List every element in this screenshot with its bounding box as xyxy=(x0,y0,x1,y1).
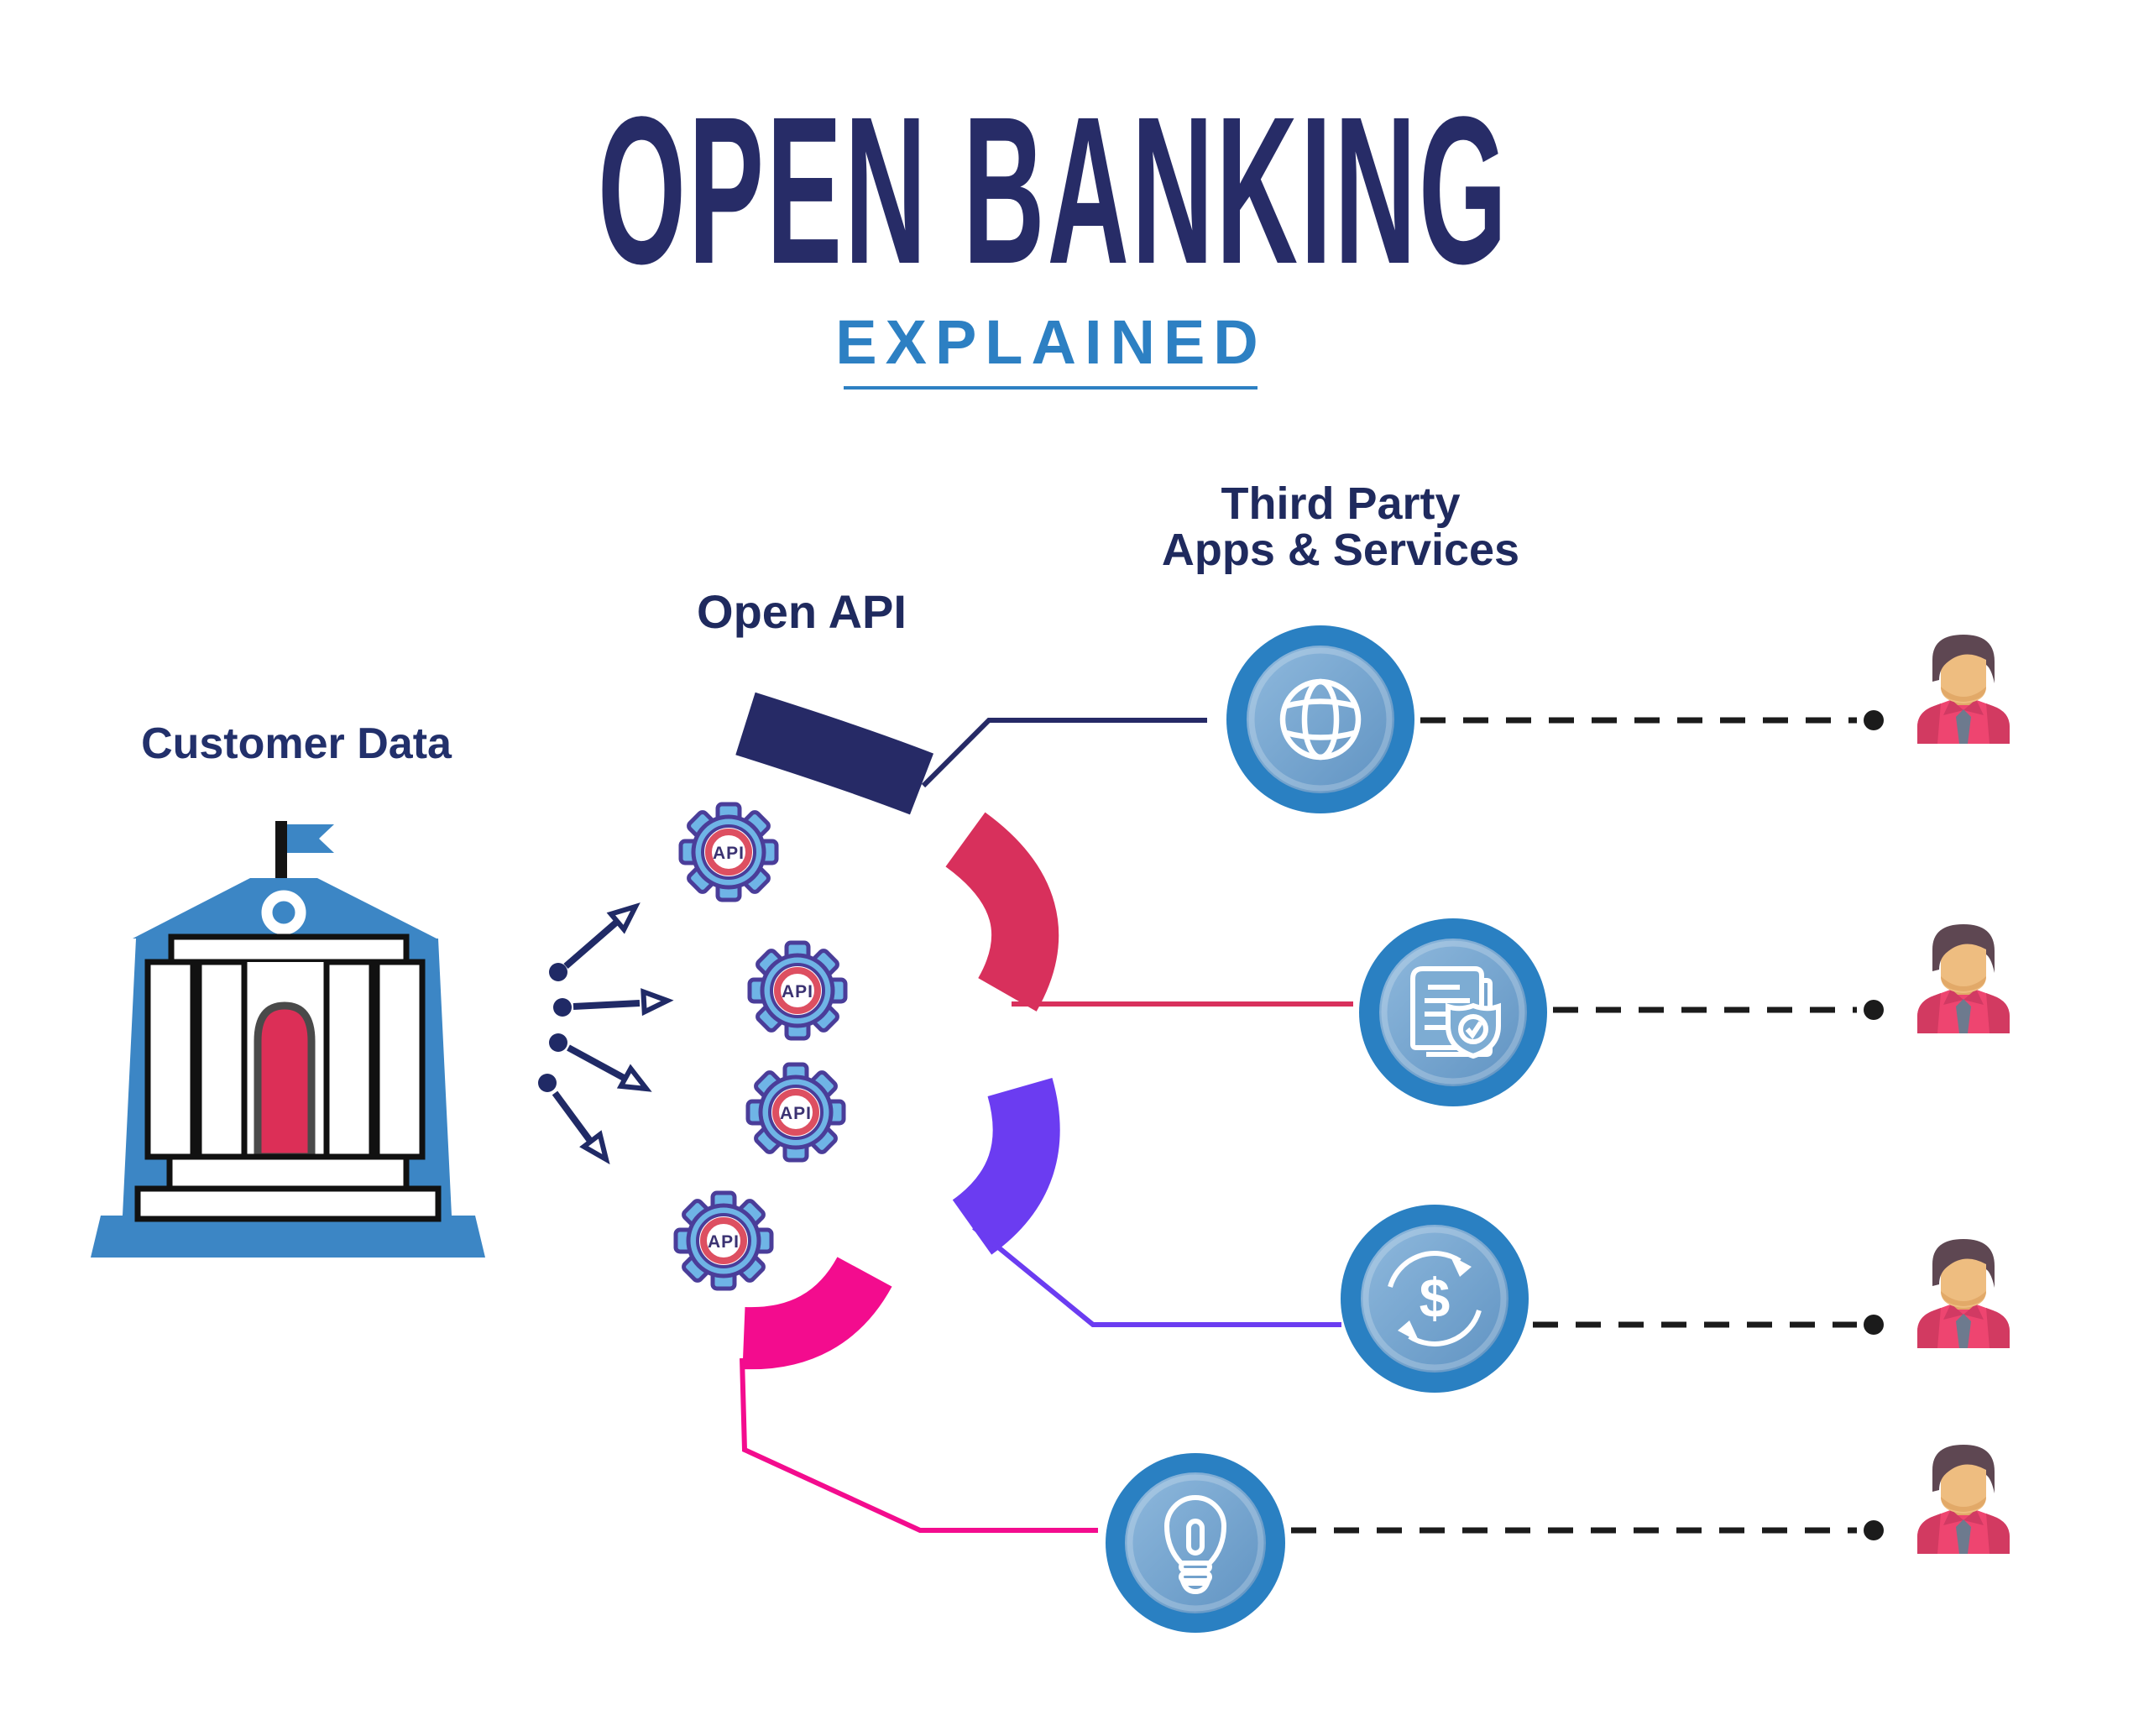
data-flow-arrow xyxy=(553,988,674,1017)
user-avatar xyxy=(1917,1445,2010,1554)
money-transfer-icon: $ xyxy=(1388,1251,1482,1346)
api-gear-label: API xyxy=(713,844,745,863)
open-api-label: Open API xyxy=(697,585,907,638)
bank-column xyxy=(196,959,248,1160)
bank-column xyxy=(144,959,196,1160)
bank-building-icon xyxy=(91,821,485,1258)
pediment-ring xyxy=(261,890,306,935)
api-gear-label: API xyxy=(782,982,813,1001)
bank-roof xyxy=(133,878,437,939)
arc-segment-crimson xyxy=(944,812,1059,1012)
connector-violet xyxy=(972,1225,1341,1327)
arc-segment-violet xyxy=(951,1078,1060,1255)
bank-column xyxy=(374,959,426,1160)
api-gear-label: API xyxy=(708,1232,740,1252)
api-gear-icon: API xyxy=(748,1064,844,1160)
bank-step-lower xyxy=(134,1185,442,1222)
arc-segment-navy xyxy=(735,692,934,815)
third-party-label-line2: Apps & Services xyxy=(1162,525,1519,575)
connector-navy xyxy=(921,718,1207,788)
node-money-transfer: $ xyxy=(1341,1205,1529,1393)
bank-step-upper xyxy=(166,1153,410,1192)
api-gear-icon: API xyxy=(750,943,845,1038)
api-gear-icon: API xyxy=(681,804,776,900)
api-gear-icon: API xyxy=(676,1193,771,1289)
user-avatar xyxy=(1917,635,2010,744)
node-lightbulb xyxy=(1106,1453,1285,1633)
user-avatar xyxy=(1917,924,2010,1033)
data-flow-arrow xyxy=(538,1074,610,1165)
bank-door xyxy=(254,1001,316,1161)
page-subtitle: EXPLAINED xyxy=(835,307,1267,377)
api-gear-label: API xyxy=(780,1104,812,1123)
link-endpoint-dot xyxy=(1864,1520,1884,1540)
bank-architrave xyxy=(168,933,410,965)
data-flow-arrow xyxy=(549,902,641,981)
data-flow-arrows xyxy=(538,902,674,1165)
node-document-shield xyxy=(1359,918,1547,1106)
connector-magenta xyxy=(740,1357,1098,1533)
dollar-sign: $ xyxy=(1420,1267,1451,1329)
lightbulb-icon xyxy=(1163,1495,1227,1595)
globe-icon xyxy=(1279,678,1362,761)
bank-column xyxy=(323,959,375,1160)
link-endpoint-dot xyxy=(1864,1000,1884,1020)
link-endpoint-dot xyxy=(1864,1315,1884,1335)
link-endpoint-dot xyxy=(1864,710,1884,730)
page-title: OPEN BANKING xyxy=(598,72,1509,307)
data-flow-arrow xyxy=(549,1033,652,1092)
arc-segment-magenta xyxy=(742,1256,892,1370)
dashed-links xyxy=(1291,717,1857,1534)
user-avatar xyxy=(1917,1239,2010,1348)
flag-pole xyxy=(275,821,287,895)
customer-data-label: Customer Data xyxy=(141,719,452,768)
node-globe xyxy=(1226,625,1414,813)
document-shield-icon xyxy=(1410,966,1501,1059)
third-party-label-line1: Third Party xyxy=(1221,478,1460,529)
flag xyxy=(287,824,334,853)
